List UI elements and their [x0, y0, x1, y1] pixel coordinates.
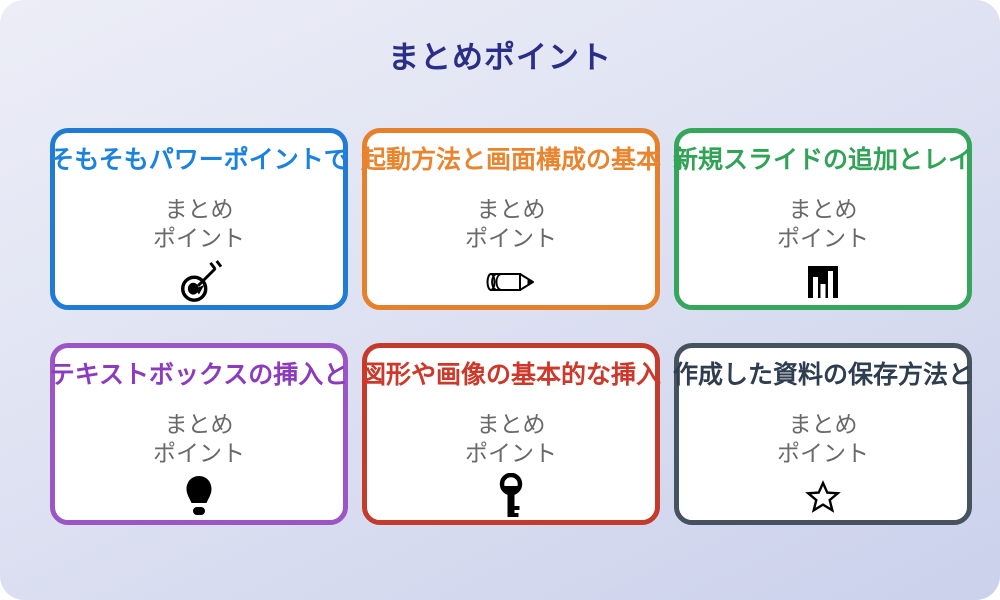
card-subtitle: まとめ ポイント: [777, 411, 869, 466]
card-title: 起動方法と画面構成の基本: [361, 146, 662, 174]
card-title: そもそもパワーポイントで: [49, 146, 349, 174]
card-new-slide-layout[interactable]: 新規スライドの追加とレイ まとめ ポイント: [673, 128, 974, 310]
card-subtitle: まとめ ポイント: [465, 411, 557, 466]
card-startup-screen[interactable]: 起動方法と画面構成の基本 まとめ ポイント: [361, 128, 662, 310]
star-icon: [679, 475, 967, 519]
bar-chart-icon: [679, 260, 967, 304]
card-textbox-insert[interactable]: テキストボックスの挿入と まとめ ポイント: [50, 343, 348, 525]
key-icon: [367, 473, 655, 519]
card-title: 新規スライドの追加とレイ: [673, 146, 974, 174]
card-shapes-images-insert[interactable]: 図形や画像の基本的な挿入 まとめ ポイント: [361, 343, 662, 525]
card-powerpoint-intro[interactable]: そもそもパワーポイントで まとめ ポイント: [49, 128, 349, 310]
card-grid: そもそもパワーポイントで まとめ ポイント 起動方法と画面構成の基本: [49, 128, 974, 525]
card-subtitle: まとめ ポイント: [153, 196, 245, 251]
card-title: 図形や画像の基本的な挿入: [361, 361, 662, 389]
card-subtitle: まとめ ポイント: [465, 196, 557, 251]
lightbulb-icon: [55, 475, 343, 519]
card-save-methods[interactable]: 作成した資料の保存方法と まとめ ポイント: [673, 343, 974, 525]
card-subtitle: まとめ ポイント: [153, 411, 245, 466]
pencil-icon: [367, 260, 655, 304]
target-icon: [55, 260, 343, 304]
card-title: 作成した資料の保存方法と: [673, 361, 974, 389]
card-subtitle: まとめ ポイント: [777, 196, 869, 251]
page-title: まとめポイント: [388, 40, 612, 75]
card-title: テキストボックスの挿入と: [49, 361, 349, 389]
